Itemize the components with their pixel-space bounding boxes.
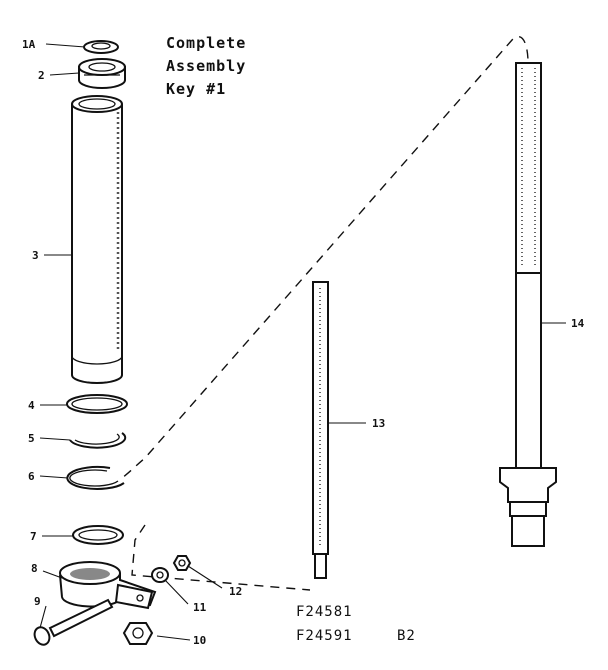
part-4-ring	[66, 394, 128, 414]
part-code-1: F24581	[296, 604, 353, 620]
callout-2: 2	[38, 69, 45, 82]
callout-8: 8	[31, 562, 38, 575]
part-7-washer	[72, 525, 124, 545]
title-line-3: Key #1	[166, 80, 226, 98]
assembly-title: Complete Assembly Key #1	[166, 34, 246, 98]
callout-5: 5	[28, 432, 35, 445]
part-1a-seal	[83, 40, 119, 54]
callout-9: 9	[34, 595, 41, 608]
callout-6: 6	[28, 470, 35, 483]
callout-10: 10	[193, 634, 206, 647]
callout-3: 3	[32, 249, 39, 262]
part-5-snap-ring	[69, 432, 127, 449]
callout-13: 13	[372, 417, 385, 430]
callout-7: 7	[30, 530, 37, 543]
part-3-outer-tube	[71, 95, 123, 384]
part-11-small-washer	[151, 567, 169, 583]
callout-1a: 1A	[22, 38, 36, 51]
callout-14: 14	[571, 317, 585, 330]
title-line-1: Complete	[166, 34, 246, 52]
part-10-nut	[122, 622, 154, 645]
part-codes: F24581 F24591 B2	[296, 604, 416, 644]
part-code-2: F24591	[296, 628, 353, 644]
callout-labels: 1A 2 3 4 5 6 7 8 9 10 11 12 13 14	[22, 38, 585, 647]
assembly-dash-line-main	[94, 35, 529, 489]
part-12-small-nut	[172, 555, 192, 571]
callout-12: 12	[229, 585, 242, 598]
part-8-clamp	[59, 561, 157, 610]
part-code-suffix: B2	[397, 628, 416, 644]
assembly-dash-line-lower	[131, 524, 311, 591]
part-6-retaining-ring	[66, 465, 125, 490]
callout-11: 11	[193, 601, 207, 614]
part-9-bolt	[33, 598, 114, 646]
callout-4: 4	[28, 399, 35, 412]
part-14-spring-rod	[499, 62, 557, 547]
part-2-bearing	[78, 58, 126, 89]
part-13-damper-rod	[312, 281, 329, 579]
callout-leaders	[39, 43, 566, 641]
title-line-2: Assembly	[166, 57, 246, 75]
